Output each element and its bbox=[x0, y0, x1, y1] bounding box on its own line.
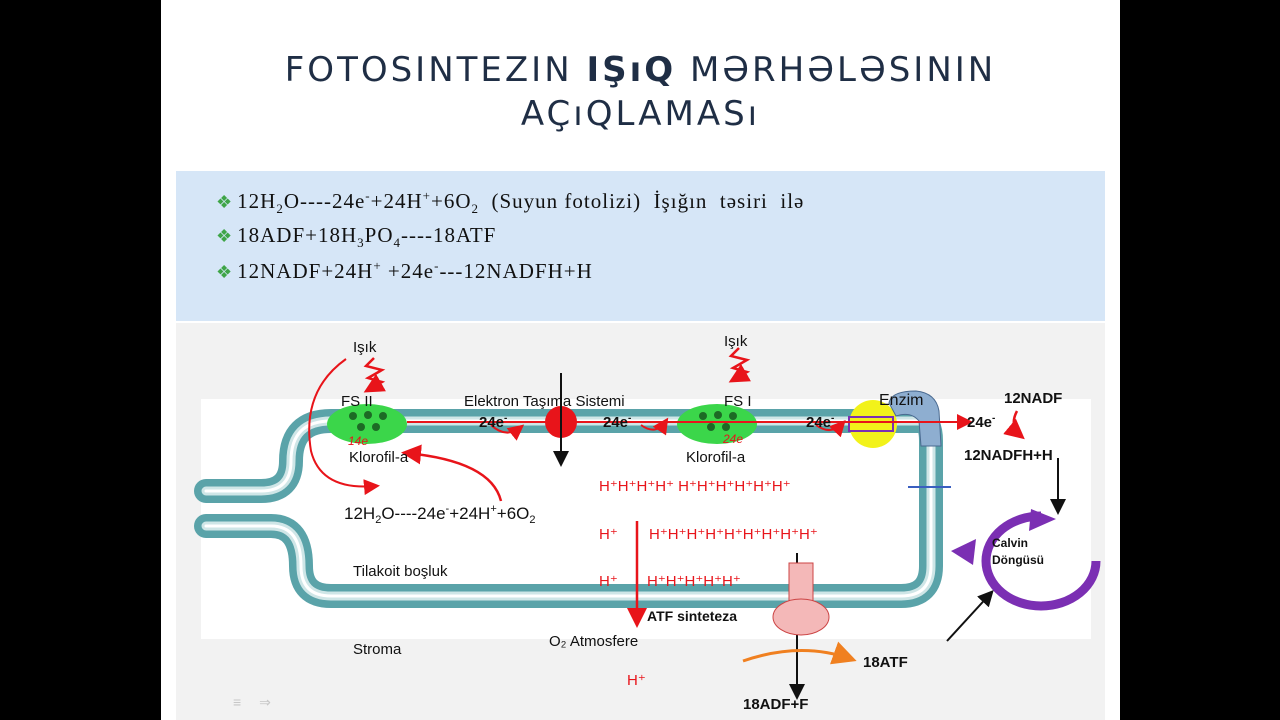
photolysis-equation: 12H2O----24e-+24H++6O2 bbox=[344, 503, 536, 526]
slide-nav: ≡ ⇒ bbox=[233, 694, 271, 711]
light-zigzag-2 bbox=[728, 347, 751, 383]
ferredoxin-circle bbox=[849, 400, 897, 448]
isik-label-1: Işık bbox=[353, 339, 377, 356]
adf18-label: 18ADF+F bbox=[743, 696, 808, 713]
e-arrow-2 bbox=[640, 417, 669, 436]
e24-label-4: 24e- bbox=[967, 413, 995, 431]
klorofil-label-2: Klorofil-a bbox=[686, 449, 746, 466]
handwritten-24e: 24e bbox=[722, 432, 743, 446]
calvin-label-2: Döngüsü bbox=[992, 553, 1044, 567]
atf-to-calvin-arrow bbox=[946, 590, 994, 642]
enzim-label: Enzim bbox=[879, 392, 923, 409]
calvin-label-1: Calvin bbox=[992, 536, 1028, 550]
h-ions-row-3b: H⁺H⁺H⁺H⁺H⁺ bbox=[647, 573, 741, 590]
e24-label-3: 24e- bbox=[806, 413, 834, 431]
h-ions-row-2b: H⁺H⁺H⁺H⁺H⁺H⁺H⁺H⁺H⁺ bbox=[649, 526, 818, 543]
ets-label: Elektron Taşıma Sistemi bbox=[464, 393, 625, 410]
atf18-label: 18ATF bbox=[863, 654, 908, 671]
equation-box: ❖12H2O----24e-+24H++6O2 (Suyun fotolizi)… bbox=[176, 171, 1105, 321]
stroma-label: Stroma bbox=[353, 641, 402, 658]
equation-2: ❖18ADF+18H3PO4----18ATF bbox=[216, 223, 497, 251]
fs1-label: FS I bbox=[724, 393, 752, 410]
e-arrow-3 bbox=[815, 420, 846, 438]
bullet-icon: ❖ bbox=[216, 226, 234, 246]
atf-orange-arrow bbox=[742, 641, 857, 665]
calvin-cycle-ring bbox=[981, 511, 1101, 611]
title-part3: MƏRHƏLƏSININ bbox=[676, 50, 997, 90]
e24-label-2: 24e- bbox=[603, 413, 631, 431]
h-ions-row-3a: H⁺ bbox=[599, 573, 618, 590]
e-arrow-1 bbox=[490, 424, 525, 441]
title-part1: FOTOSINTEZIN bbox=[284, 50, 587, 90]
h-ions-row-2a: H⁺ bbox=[599, 526, 618, 543]
curve-arrow-water bbox=[401, 444, 503, 502]
calvin-arrow-head-2 bbox=[951, 539, 976, 565]
calvin-arrow-head bbox=[1029, 509, 1056, 531]
menu-icon[interactable]: ≡ bbox=[233, 694, 242, 710]
slide-title: FOTOSINTEZIN IŞıQ MƏRHƏLƏSININ AÇıQLAMAS… bbox=[161, 48, 1120, 136]
tilakoit-label: Tilakoit boşluk bbox=[353, 563, 448, 580]
o2-label: O₂ Atmosfere bbox=[549, 633, 638, 650]
bullet-icon: ❖ bbox=[216, 262, 234, 282]
curve-arrow-fs2 bbox=[308, 358, 380, 496]
photosystem-i bbox=[677, 404, 757, 444]
atf-sinteteza-label: ATF sinteteza bbox=[647, 608, 737, 624]
next-arrow-icon[interactable]: ⇒ bbox=[259, 694, 271, 710]
h-ions-row-1: H⁺H⁺H⁺H⁺ H⁺H⁺H⁺H⁺H⁺H⁺ bbox=[599, 478, 791, 495]
title-part2: IŞıQ bbox=[586, 50, 677, 90]
photosystem-ii bbox=[327, 404, 407, 444]
h-ion-bottom: H⁺ bbox=[627, 672, 646, 689]
fs2-label: FS II bbox=[341, 393, 373, 410]
nadfh-label: 12NADFH+H bbox=[964, 447, 1053, 464]
equation-3: ❖12NADF+24H+ +24e----12NADFH+H bbox=[216, 258, 593, 283]
ferredoxin-box bbox=[848, 416, 894, 432]
atp-synthase bbox=[772, 562, 830, 636]
isik-label-2: Işık bbox=[724, 333, 748, 350]
klorofil-label-1: Klorofil-a bbox=[349, 449, 409, 466]
equation-1: ❖12H2O----24e-+24H++6O2 (Suyun fotolizi)… bbox=[216, 188, 805, 217]
light-zigzag-1 bbox=[363, 357, 386, 393]
nadf-arrow bbox=[1003, 410, 1025, 440]
enzyme-shape bbox=[888, 390, 942, 447]
thylakoid-diagram: Işık Işık FS II FS I Elektron Taşıma Sis… bbox=[161, 321, 1120, 720]
bullet-icon: ❖ bbox=[216, 192, 234, 212]
handwritten-14e: 14e bbox=[348, 434, 368, 448]
nadf-label: 12NADF bbox=[1004, 390, 1062, 407]
e24-label-1: 24e- bbox=[479, 413, 507, 431]
slide: FOTOSINTEZIN IŞıQ MƏRHƏLƏSININ AÇıQLAMAS… bbox=[161, 0, 1120, 720]
title-line2: AÇıQLAMASı bbox=[520, 94, 761, 134]
